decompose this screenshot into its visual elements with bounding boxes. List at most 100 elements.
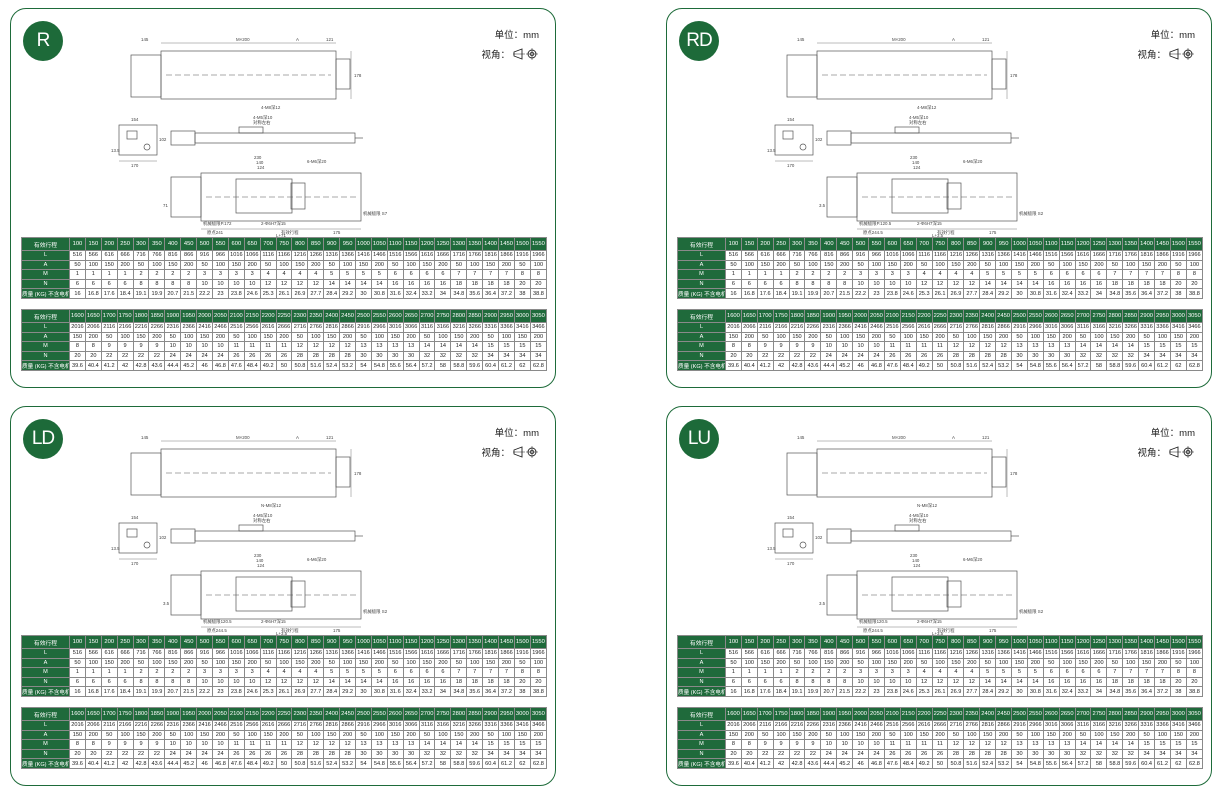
table-cell: 41.2 bbox=[756, 360, 774, 371]
table-cell: 13 bbox=[370, 739, 388, 750]
table-cell: 58 bbox=[434, 758, 452, 769]
stroke-header-cell: 3000 bbox=[1169, 309, 1187, 323]
table-cell: 27.7 bbox=[307, 686, 325, 697]
table-cell: 58 bbox=[434, 360, 452, 371]
table-cell: 1066 bbox=[243, 250, 261, 261]
dim-label: 机械极限120.5 bbox=[203, 618, 232, 625]
table-cell: 50 bbox=[69, 657, 86, 669]
table-cell: 100 bbox=[370, 331, 388, 343]
stroke-header-cell: 750 bbox=[275, 635, 293, 649]
table-cell: 34 bbox=[513, 350, 531, 362]
table-cell: 12 bbox=[291, 341, 309, 352]
table-cell: 22 bbox=[116, 748, 134, 760]
panel-ld: LD 单位：mm 视角： bbox=[10, 406, 556, 786]
table-cell: 14 bbox=[355, 278, 372, 290]
table-cell: 8 bbox=[69, 341, 86, 352]
table-cell: 30 bbox=[402, 748, 420, 760]
table-cell: 15 bbox=[513, 341, 531, 352]
table-cell: 7 bbox=[498, 269, 515, 280]
table-cell: 29.2 bbox=[339, 686, 357, 697]
dim-label: 102 bbox=[815, 535, 823, 540]
table-cell: 8 bbox=[132, 676, 150, 688]
table-cell: 8 bbox=[132, 278, 150, 290]
table-cell: 14 bbox=[1106, 739, 1124, 750]
table-cell: 16 bbox=[386, 278, 404, 290]
stroke-header-cell: 2350 bbox=[963, 707, 981, 721]
table-cell: 9 bbox=[100, 739, 118, 750]
table-cell: 20 bbox=[740, 748, 758, 760]
table-cell: 16 bbox=[1090, 278, 1108, 290]
table-cell: 100 bbox=[836, 331, 854, 343]
table-cell: 10 bbox=[164, 341, 182, 352]
table-cell: 1 bbox=[756, 269, 774, 280]
table-cell: 2866 bbox=[339, 322, 357, 333]
table-cell: 5 bbox=[979, 269, 997, 280]
table-cell: 50 bbox=[132, 259, 150, 271]
row-label-cell: 质量 (KG) 不含电机 bbox=[21, 360, 70, 371]
table-cell: 1966 bbox=[1185, 250, 1204, 261]
stroke-header-cell: 1450 bbox=[1154, 237, 1171, 251]
table-cell: 12 bbox=[307, 341, 325, 352]
table-cell: 31.6 bbox=[386, 288, 404, 299]
row-label-cell: A bbox=[21, 331, 70, 343]
table-cell: 33.2 bbox=[418, 288, 436, 299]
table-cell: 61.2 bbox=[498, 758, 515, 769]
stroke-header-cell: 1800 bbox=[132, 309, 150, 323]
table-cell: 15 bbox=[1169, 341, 1187, 352]
stroke-header-cell: 1950 bbox=[180, 707, 198, 721]
table-cell: 2116 bbox=[756, 720, 774, 731]
table-cell: 50 bbox=[852, 657, 870, 669]
stroke-header-cell: 1100 bbox=[1042, 237, 1060, 251]
stroke-header-cell: 1500 bbox=[513, 237, 531, 251]
table-cell: 10 bbox=[227, 676, 245, 688]
table-cell: 7 bbox=[498, 667, 515, 678]
table-cell: 2016 bbox=[725, 322, 742, 333]
table-cell: 14 bbox=[434, 739, 452, 750]
table-cell: 3216 bbox=[1106, 322, 1124, 333]
bottom-view-motor bbox=[826, 574, 858, 616]
table-cell: 14 bbox=[1106, 341, 1124, 352]
table-cell: 18 bbox=[1154, 278, 1171, 290]
table-cell: 12 bbox=[963, 278, 981, 290]
table-cell: 32 bbox=[434, 350, 452, 362]
table-cell: 916 bbox=[852, 648, 870, 659]
bottom-view-motor bbox=[826, 176, 858, 218]
table-cell: 50.8 bbox=[291, 758, 309, 769]
table-cell: 19.9 bbox=[804, 686, 822, 697]
table-cell: 6 bbox=[418, 667, 436, 678]
table-cell: 150 bbox=[1042, 331, 1060, 343]
table-cell: 18 bbox=[1106, 278, 1124, 290]
table-cell: 4 bbox=[947, 269, 965, 280]
table-cell: 2866 bbox=[339, 720, 357, 731]
table-cell: 2216 bbox=[788, 322, 806, 333]
dim-label: 6-M6深20 bbox=[307, 556, 327, 563]
stroke-header-cell: 650 bbox=[899, 635, 917, 649]
table-cell: 200 bbox=[275, 331, 293, 343]
table-cell: 200 bbox=[1154, 259, 1171, 271]
table-cell: 200 bbox=[148, 729, 166, 741]
table-cell: 9 bbox=[772, 341, 790, 352]
stroke-header-cell: 950 bbox=[339, 635, 357, 649]
dim-label: 4-M5深10 bbox=[909, 512, 929, 519]
table-cell: 38 bbox=[513, 686, 531, 697]
table-cell: 200 bbox=[84, 729, 102, 741]
stroke-header-cell: 2750 bbox=[1090, 309, 1108, 323]
table-cell: 22.2 bbox=[196, 288, 214, 299]
stroke-header-cell: 150 bbox=[84, 635, 102, 649]
dim-label: 178 bbox=[1010, 471, 1018, 476]
table-cell: 200 bbox=[180, 657, 198, 669]
table-cell: 2816 bbox=[323, 322, 341, 333]
stroke-header-cell: 2350 bbox=[963, 309, 981, 323]
stroke-header-cell: 2700 bbox=[1074, 309, 1092, 323]
table-cell: 8 bbox=[529, 269, 548, 280]
table-cell: 14 bbox=[434, 341, 452, 352]
table-cell: 43.6 bbox=[148, 758, 166, 769]
table-cell: 12 bbox=[963, 676, 981, 688]
table-cell: 30 bbox=[386, 350, 404, 362]
stroke-header-cell: 400 bbox=[164, 635, 182, 649]
table-cell: 1 bbox=[84, 667, 102, 678]
table-cell: 100 bbox=[1185, 657, 1204, 669]
